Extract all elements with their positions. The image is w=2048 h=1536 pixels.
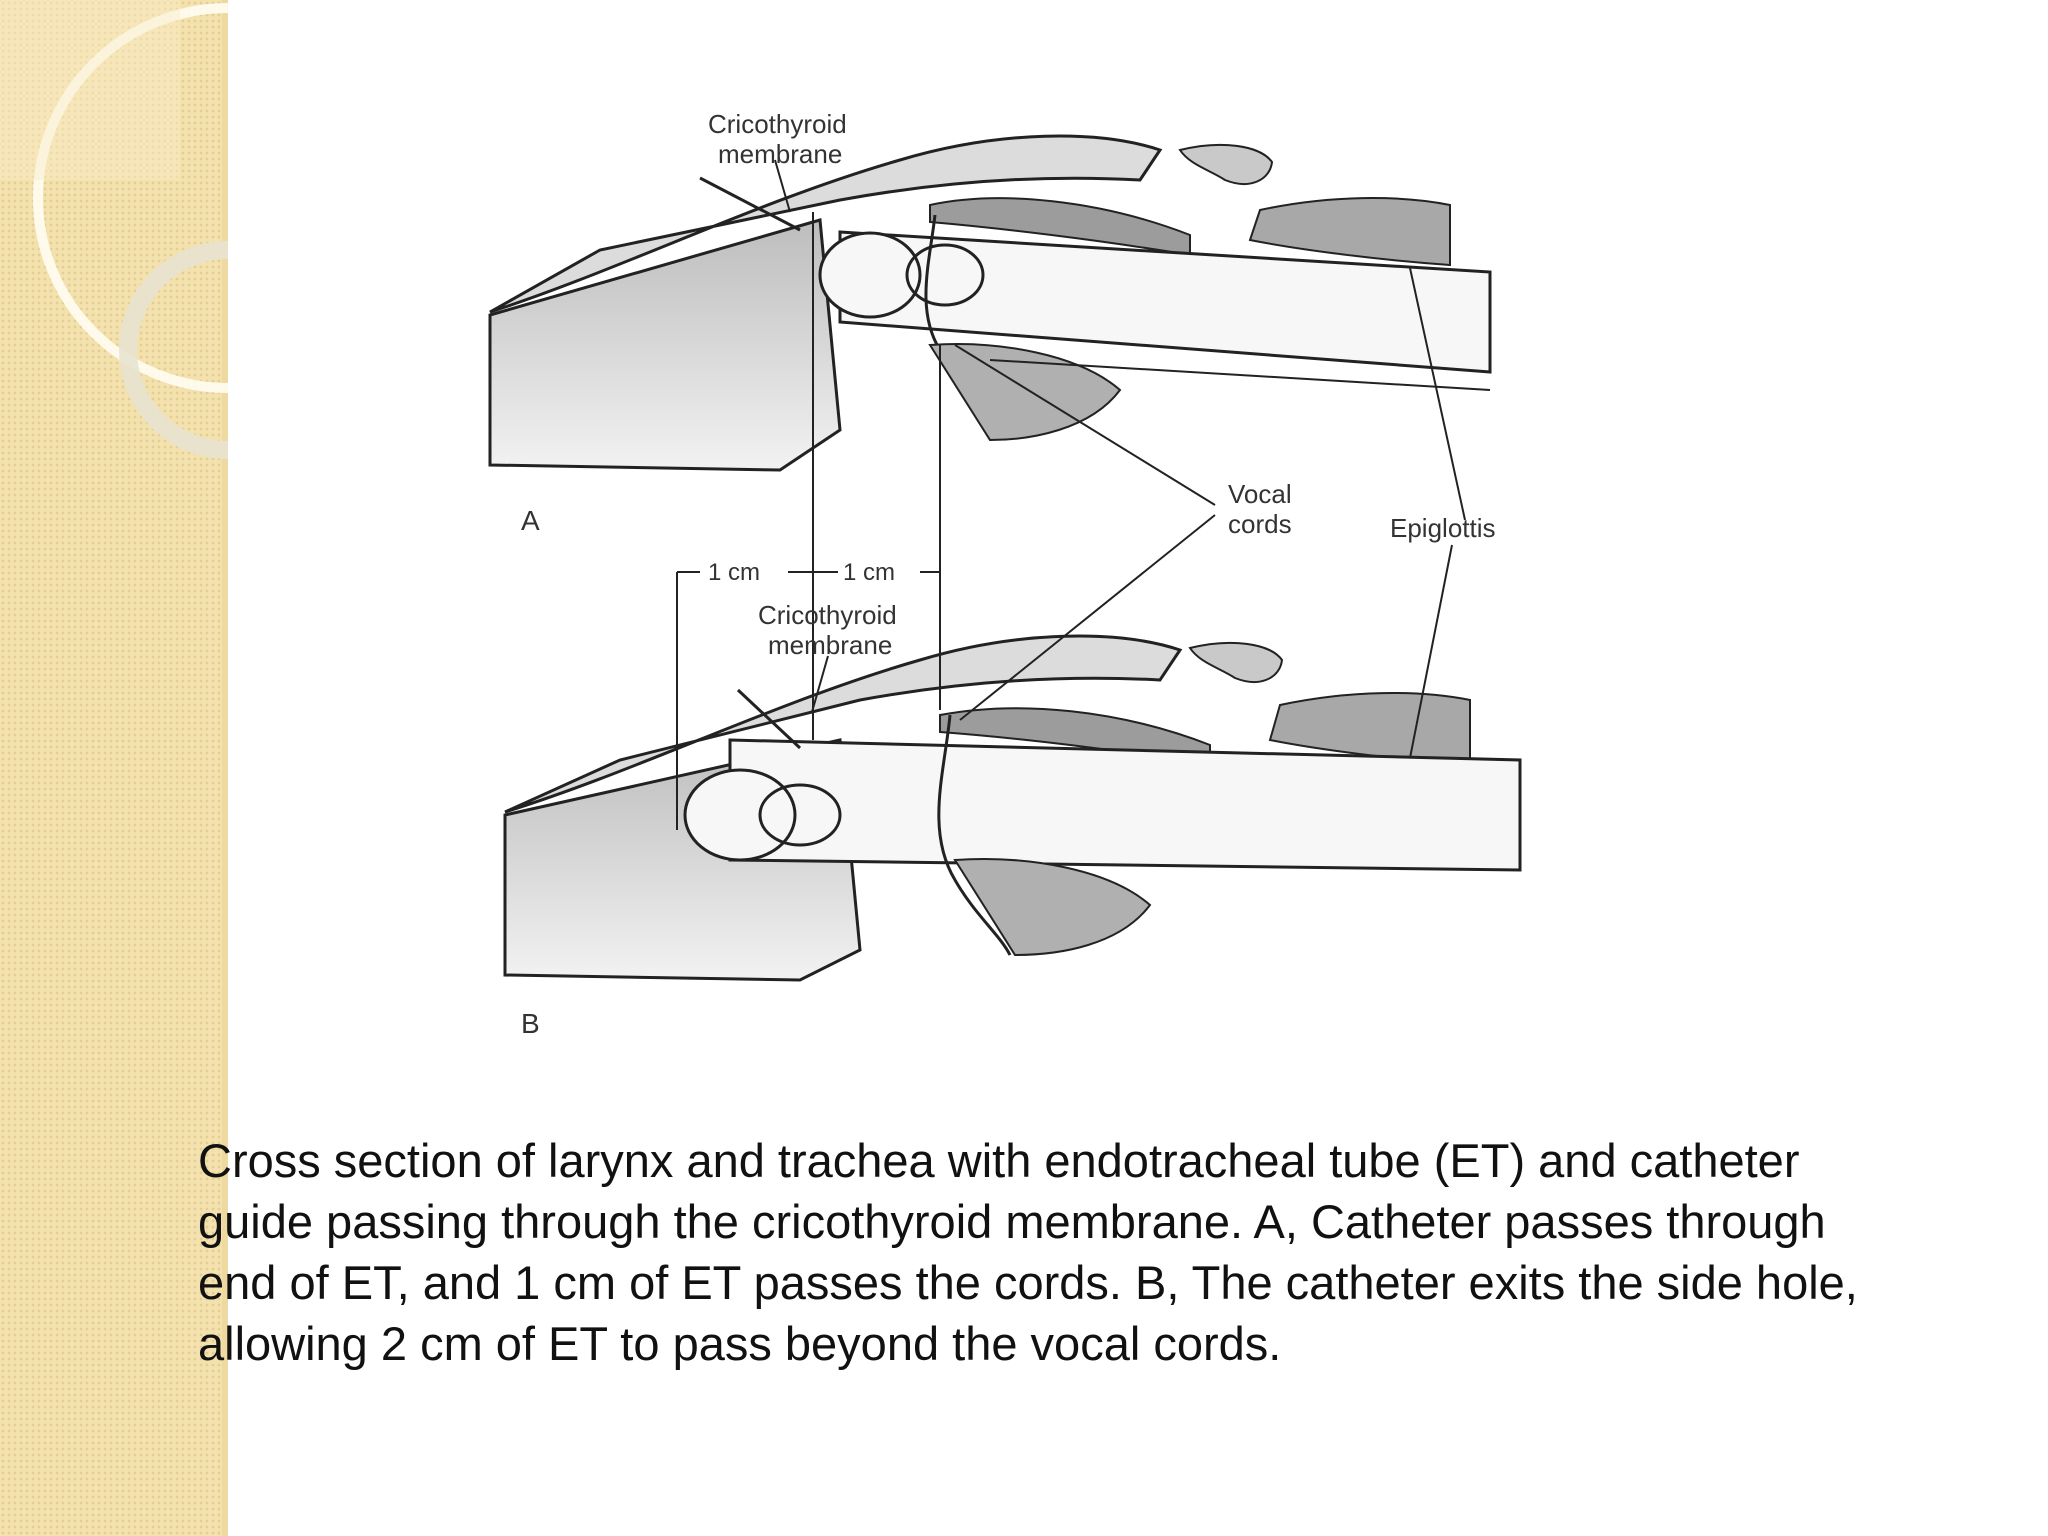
lower-tissue-b: [953, 858, 1152, 957]
cartilage-dots-b: [1188, 641, 1284, 683]
tube-end-a: [818, 231, 922, 319]
cricothyroid-label-a-line2: membrane: [718, 139, 842, 169]
cricothyroid-label-a-line1: Cricothyroid: [708, 109, 847, 139]
upper-tissue-a: [489, 134, 1163, 314]
lower-tissue-a: [928, 343, 1122, 442]
decorative-rings: [0, 0, 229, 459]
trachea-a: [488, 218, 842, 472]
vocal-cord-b: [937, 714, 1012, 956]
epiglottis-label: Epiglottis: [1390, 513, 1496, 543]
measurement-lines: [676, 212, 941, 830]
cricothyroid-pointer-a: [774, 159, 791, 213]
decorative-square: [0, 0, 180, 180]
measure-label-2: 1 cm: [843, 559, 895, 586]
panel-a-label: A: [521, 505, 540, 536]
catheter-a: [699, 176, 801, 232]
decorative-ring-large: [33, 3, 229, 393]
measure-label-1: 1 cm: [708, 559, 760, 586]
decorative-ring-small: [119, 241, 229, 459]
tube-lumen-b: [758, 783, 842, 847]
epiglottis-pointer-a: [1409, 267, 1466, 521]
tube-lower-edge-a: [989, 359, 1491, 391]
catheter-b: [736, 688, 802, 750]
vocal-cords-label-line1: Vocal: [1228, 479, 1292, 509]
cricothyroid-label-b-line1: Cricothyroid: [758, 600, 897, 630]
vocal-cords-pointer-a: [954, 344, 1216, 506]
cricothyroid-pointer-b: [811, 655, 829, 713]
cricothyroid-label-b-line2: membrane: [768, 630, 892, 660]
panel-b-drawing: [503, 514, 1522, 982]
panel-b-label: B: [521, 1008, 540, 1039]
tube-end-b: [683, 768, 797, 862]
epiglottis-mass-a: [1248, 197, 1451, 267]
cartilage-dots-a: [1178, 143, 1274, 185]
panel-a-drawing: [488, 134, 1492, 521]
figure-caption: Cross section of larynx and trachea with…: [198, 1134, 1858, 1370]
et-tube-b: [728, 738, 1522, 872]
tube-lumen-a: [905, 243, 985, 307]
side-band-edge: [222, 0, 228, 1536]
epiglottis-pointer-b: [1409, 544, 1453, 759]
vocal-cords-label-line2: cords: [1228, 509, 1292, 539]
vocal-cords-pointer-b: [959, 514, 1216, 721]
